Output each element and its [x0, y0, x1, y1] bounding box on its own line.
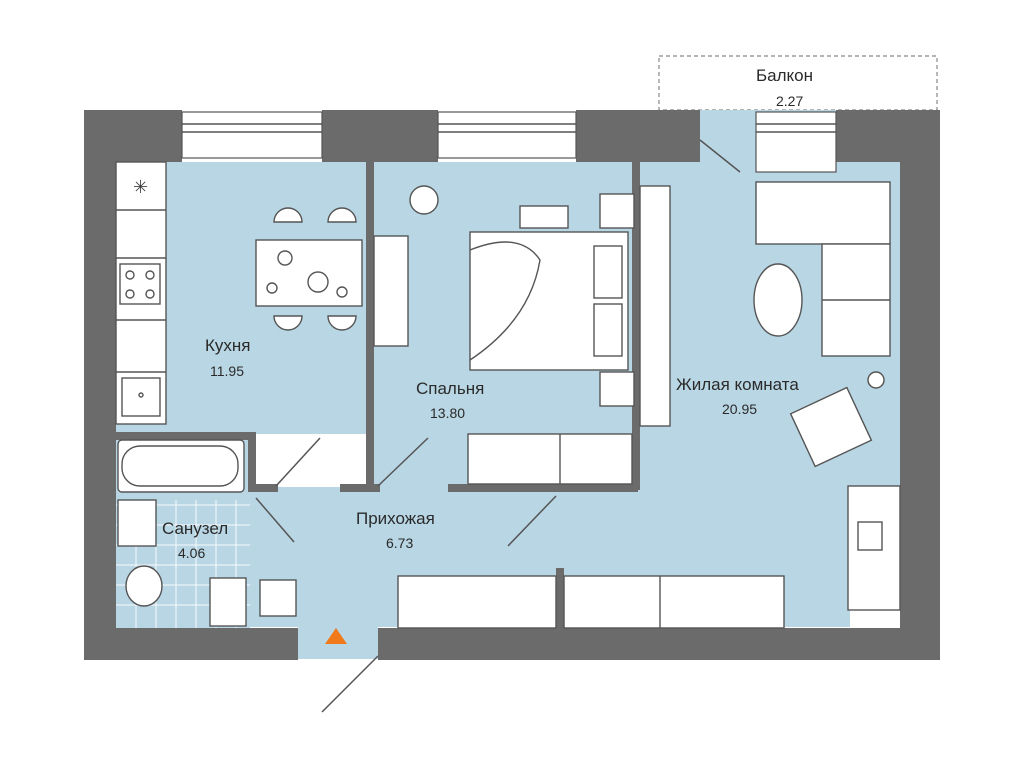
entrance-triangle-icon	[325, 628, 347, 644]
kitchen-furniture: ✳	[115, 161, 363, 425]
washing-machine	[209, 577, 247, 627]
hallway-area: 6.73	[386, 535, 413, 551]
living-name: Жилая комната	[676, 375, 799, 394]
coffee-table	[753, 263, 803, 337]
nightstand-top	[599, 193, 635, 229]
desk	[847, 485, 901, 611]
sink	[121, 377, 161, 417]
floor-lamp	[867, 371, 885, 389]
plant	[409, 185, 439, 215]
stove	[119, 263, 161, 305]
doors	[255, 139, 741, 713]
toilet	[125, 565, 163, 607]
bedroom-dresser	[467, 433, 633, 485]
sofa-back	[755, 181, 891, 245]
hallway-name: Прихожая	[356, 509, 435, 528]
dining-table	[255, 239, 363, 307]
bedroom-furniture	[373, 185, 635, 485]
balcony-area: 2.27	[776, 93, 803, 109]
tv-stand	[639, 185, 671, 427]
living-area: 20.95	[722, 401, 757, 417]
bathroom-area: 4.06	[178, 545, 205, 561]
nightstand-bottom	[599, 371, 635, 407]
hallway-cabinet	[259, 579, 297, 617]
bathroom-furniture	[117, 439, 247, 627]
bedroom-name: Спальня	[416, 379, 484, 398]
balcony-outline	[658, 55, 938, 111]
washbasin	[117, 499, 157, 547]
hallway-furniture	[259, 575, 785, 629]
snowflake-icon: ✳	[133, 177, 148, 198]
armchair	[789, 386, 873, 468]
kitchen-name: Кухня	[205, 336, 251, 355]
bedroom-area: 13.80	[430, 405, 465, 421]
windows	[181, 111, 837, 173]
walls	[84, 110, 940, 660]
wardrobe-left	[373, 235, 409, 347]
living-furniture	[639, 181, 901, 611]
balcony-name: Балкон	[756, 66, 813, 85]
hallway-wardrobe-right	[563, 575, 785, 629]
slippers-mat	[519, 205, 569, 229]
room-labels: Балкон 2.27 Кухня 11.95 Спальня 13.80 Жи…	[162, 66, 813, 561]
hallway-wardrobe-left	[397, 575, 557, 629]
laptop	[857, 521, 883, 551]
bathroom-name: Санузел	[162, 519, 228, 538]
kitchen-area: 11.95	[210, 363, 244, 379]
